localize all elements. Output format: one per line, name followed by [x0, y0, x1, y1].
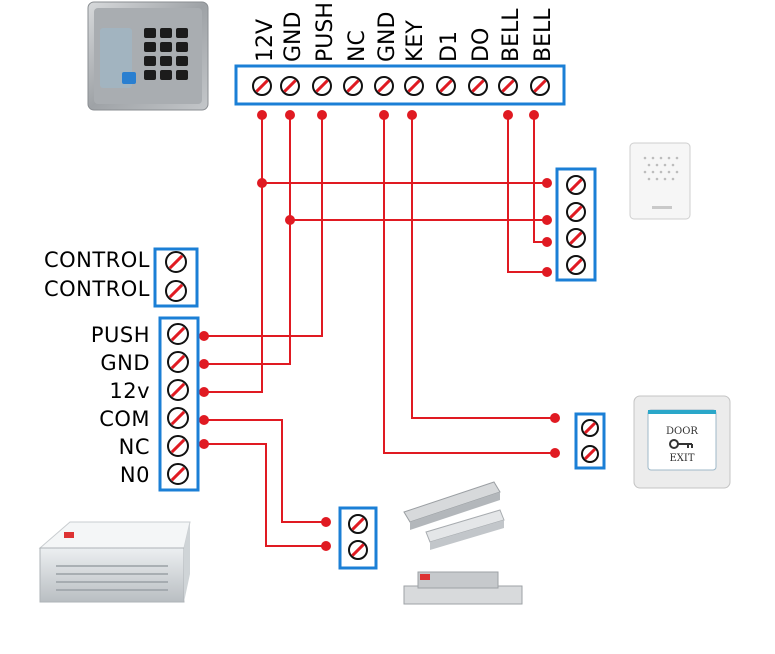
terminal-screw [566, 175, 586, 195]
terminal-screw [167, 435, 189, 457]
exit-button-line1: DOOR [666, 426, 698, 437]
terminal-screw [566, 202, 586, 222]
terminal-screw [374, 76, 394, 96]
terminal-label: D1 [437, 31, 462, 62]
terminal-screw [165, 251, 187, 273]
terminal-label: 12V [253, 19, 278, 62]
terminal-screw [165, 280, 187, 302]
exit-button-line2: EXIT [669, 453, 694, 464]
key-icon [669, 439, 693, 449]
psu-label: GND [100, 351, 150, 375]
terminal-screw [468, 76, 488, 96]
power-supply-terminal-labels: PUSH GND 12v COM NC N0 [91, 323, 150, 487]
terminal-label: NC [345, 30, 370, 62]
terminal-screw [530, 76, 550, 96]
terminal-label: DO [469, 28, 494, 62]
power-supply-image [38, 521, 191, 603]
psu-label: COM [99, 407, 150, 431]
terminal-screw [167, 323, 189, 345]
lock-terminal-block [338, 506, 378, 570]
power-supply-terminal-block [158, 316, 200, 492]
controller-terminal-block [234, 64, 566, 106]
exit-button-terminal-block [574, 412, 606, 470]
terminal-screw [404, 76, 424, 96]
terminal-screw [167, 463, 189, 485]
terminal-screw [581, 419, 599, 437]
terminal-screw [348, 514, 368, 534]
terminal-label: PUSH [313, 2, 338, 62]
control-label: CONTROL [44, 277, 150, 301]
wiring [204, 115, 555, 547]
terminal-label: KEY [403, 20, 428, 62]
terminal-screw [167, 379, 189, 401]
psu-label: PUSH [91, 323, 150, 347]
control-terminal-labels: CONTROL CONTROL [44, 248, 150, 301]
terminal-screw [312, 76, 332, 96]
electric-bolt-lock-image [403, 571, 523, 605]
terminal-screw [252, 76, 272, 96]
terminal-screw [566, 228, 586, 248]
terminal-screw [581, 445, 599, 463]
doorbell-image [629, 142, 691, 220]
psu-label: 12v [109, 379, 150, 403]
control-label: CONTROL [44, 248, 150, 272]
wire-junction-dots [199, 110, 560, 551]
terminal-label: BELL [499, 8, 524, 62]
terminal-label: GND [375, 12, 400, 62]
doorbell-terminal-block [555, 167, 597, 282]
terminal-screw [566, 255, 586, 275]
exit-button-image: DOOR EXIT [633, 395, 731, 489]
terminal-screw [167, 351, 189, 373]
magnetic-lock-image [403, 481, 505, 550]
terminal-screw [343, 76, 363, 96]
terminal-screw [436, 76, 456, 96]
control-terminal-block [153, 247, 199, 308]
controller-terminal-labels: 12V GND PUSH NC GND KEY D1 DO BELL BELL [253, 2, 556, 62]
terminal-label: GND [281, 12, 306, 62]
terminal-screw [348, 540, 368, 560]
terminal-screw [498, 76, 518, 96]
terminal-screw [280, 76, 300, 96]
psu-label: NC [119, 435, 150, 459]
terminal-screw [167, 407, 189, 429]
keypad-controller-image [87, 1, 209, 111]
psu-label: N0 [120, 463, 150, 487]
terminal-label: BELL [531, 8, 556, 62]
